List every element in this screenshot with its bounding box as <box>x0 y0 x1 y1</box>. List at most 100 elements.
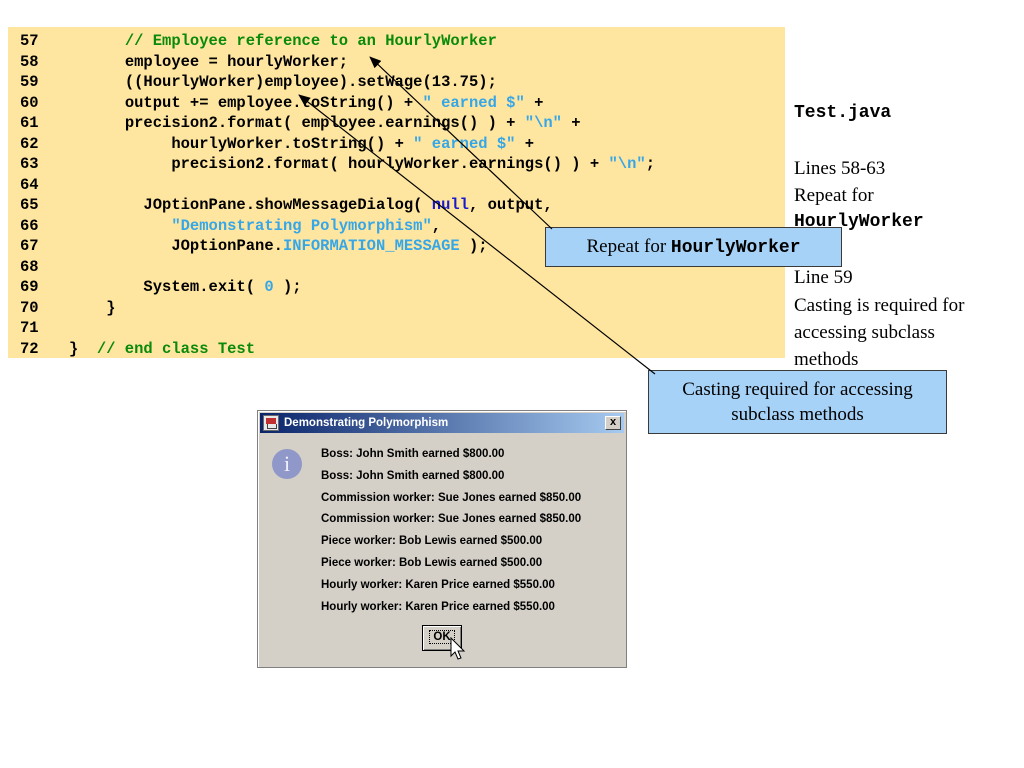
code-token: ((HourlyWorker)employee).setWage(13.75); <box>124 73 497 91</box>
line-number: 65 <box>20 196 39 214</box>
code-token: , <box>431 216 442 235</box>
message-line: Piece worker: Bob Lewis earned $500.00 <box>321 557 543 569</box>
close-button[interactable]: x <box>605 416 621 430</box>
code-line: 61 precision2.format( employee.earnings(… <box>8 113 785 133</box>
line-number: 68 <box>20 257 39 276</box>
code-line: 59 ((HourlyWorker)employee).setWage(13.7… <box>8 72 785 92</box>
code-indent <box>69 73 125 91</box>
line-number: 72 <box>20 339 39 358</box>
file-title: Test.java <box>794 103 892 123</box>
code-comment: // end class Test <box>96 339 256 358</box>
code-token: hourlyWorker.toString() + <box>171 134 414 153</box>
info-icon-glyph: i <box>283 451 291 476</box>
code-text: ((HourlyWorker)employee).setWage(13.75); <box>69 72 497 92</box>
code-indent <box>69 299 106 317</box>
code-token: ; <box>645 155 656 173</box>
close-icon: x <box>609 416 617 428</box>
note-lines-58-63: Lines 58-63 <box>794 158 886 179</box>
code-token: } <box>69 339 97 358</box>
code-string: " earned $" <box>413 134 516 153</box>
message-dialog: Demonstrating Polymorphism x i Boss: Joh… <box>257 410 627 668</box>
code-string: " earned $" <box>422 93 525 112</box>
note-casting-2: accessing subclass <box>794 322 935 343</box>
code-string: 0 <box>264 278 274 296</box>
code-line: 69 System.exit( 0 ); <box>8 277 785 297</box>
dialog-titlebar[interactable]: Demonstrating Polymorphism x <box>260 413 624 433</box>
code-line: 64 <box>8 175 785 195</box>
code-text: System.exit( 0 ); <box>69 277 302 297</box>
note-casting-1: Casting is required for <box>794 295 965 316</box>
code-token: System.exit( <box>143 278 265 296</box>
java-app-icon <box>263 415 279 431</box>
code-string: INFORMATION_MESSAGE <box>282 237 460 255</box>
code-indent <box>69 237 171 255</box>
code-indent <box>69 53 125 71</box>
code-indent <box>69 94 125 112</box>
dialog-title: Demonstrating Polymorphism <box>284 417 449 429</box>
code-token: ); <box>273 278 302 296</box>
code-line: 72} // end class Test <box>8 339 785 359</box>
code-line: 71 <box>8 318 785 338</box>
line-number: 70 <box>20 298 39 317</box>
line-number: 64 <box>20 175 39 194</box>
code-comment: // Employee reference to an HourlyWorker <box>124 32 497 50</box>
code-line: 62 hourlyWorker.toString() + " earned $"… <box>8 134 785 154</box>
code-indent <box>69 32 125 50</box>
code-text: } // end class Test <box>69 339 255 359</box>
code-text: } <box>69 298 115 318</box>
code-token: + <box>515 134 535 153</box>
note-line-59: Line 59 <box>794 267 853 288</box>
note-repeat-for: Repeat for <box>794 185 874 206</box>
code-token: JOptionPane.showMessageDialog( <box>143 196 432 214</box>
code-keyword: null <box>431 196 469 214</box>
code-text: "Demonstrating Polymorphism", <box>69 216 441 236</box>
code-line: 60 output += employee.toString() + " ear… <box>8 93 785 113</box>
code-token: employee = hourlyWorker; <box>124 52 349 71</box>
code-indent <box>69 196 143 214</box>
code-string: "\n" <box>608 155 646 173</box>
code-text: // Employee reference to an HourlyWorker <box>69 31 497 51</box>
code-string: "Demonstrating Polymorphism" <box>171 216 432 235</box>
callout-hourly-prefix: Repeat for <box>586 236 671 257</box>
line-number: 58 <box>20 52 39 71</box>
ok-button-label: OK <box>429 630 455 644</box>
code-token: + <box>524 93 544 112</box>
message-line: Hourly worker: Karen Price earned $550.0… <box>321 600 555 613</box>
message-line: Boss: John Smith earned $800.00 <box>321 469 505 482</box>
line-number: 59 <box>20 73 39 91</box>
code-text: hourlyWorker.toString() + " earned $" + <box>69 134 534 154</box>
code-text: output += employee.toString() + " earned… <box>69 93 544 113</box>
code-text: JOptionPane.showMessageDialog( null, out… <box>69 195 553 215</box>
code-indent <box>69 114 125 132</box>
line-number: 67 <box>20 237 39 255</box>
callout-cast-line-2: subclass methods <box>731 404 864 425</box>
code-line: 65 JOptionPane.showMessageDialog( null, … <box>8 195 785 215</box>
code-line: 58 employee = hourlyWorker; <box>8 52 785 72</box>
line-number: 69 <box>20 278 39 296</box>
info-icon: i <box>272 449 302 479</box>
line-number: 63 <box>20 155 39 173</box>
code-line: 63 precision2.format( hourlyWorker.earni… <box>8 154 785 174</box>
code-token: output += employee.toString() + <box>124 93 423 112</box>
code-line: 70 } <box>8 298 785 318</box>
code-token: + <box>562 114 581 132</box>
message-line: Piece worker: Bob Lewis earned $500.00 <box>321 535 543 548</box>
code-text: JOptionPane.INFORMATION_MESSAGE ); <box>69 236 488 256</box>
line-number: 62 <box>20 134 39 153</box>
code-line: 57 // Employee reference to an HourlyWor… <box>8 31 785 51</box>
code-token: ); <box>459 237 488 255</box>
code-token: JOptionPane. <box>171 237 283 255</box>
line-number: 60 <box>20 93 39 112</box>
code-token: , output, <box>469 196 553 214</box>
code-token: precision2.format( hourlyWorker.earnings… <box>171 155 609 173</box>
code-text: precision2.format( hourlyWorker.earnings… <box>69 154 655 174</box>
message-line: Boss: John Smith earned $800.00 <box>321 448 505 460</box>
code-token: precision2.format( employee.earnings() )… <box>124 114 525 132</box>
code-indent <box>69 155 171 173</box>
code-indent <box>69 278 143 296</box>
code-line: 68 <box>8 257 785 277</box>
message-line: Hourly worker: Karen Price earned $550.0… <box>321 578 555 591</box>
code-text: precision2.format( employee.earnings() )… <box>69 113 581 133</box>
note-casting-3: methods <box>794 349 859 370</box>
